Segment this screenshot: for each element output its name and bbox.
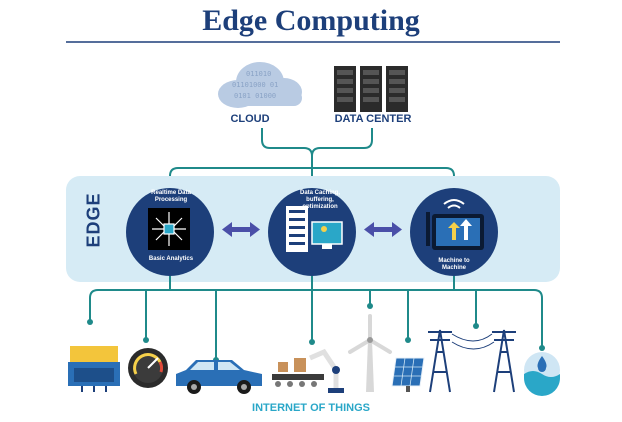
car-icon [176, 360, 262, 394]
node-processing-bottom-text: Basic Analytics [148, 256, 194, 262]
water-sensor-icon [524, 352, 560, 396]
arrow-caching-m2m [364, 222, 402, 237]
node-caching-top-text: Data Caching, buffering, optimization [299, 190, 340, 210]
data-center-icon [334, 66, 408, 112]
cloud-binary-line-3: 0101 01000 [234, 92, 276, 100]
m2m-tablet-icon [426, 199, 484, 250]
node-processing-top-text: Realtime Data Processing [151, 190, 191, 203]
node-m2m-bottom-text: Machine to Machine [438, 258, 470, 271]
chip-icon [148, 208, 190, 250]
wind-turbine-icon [348, 314, 392, 392]
cloud-label: CLOUD [230, 113, 270, 125]
arrow-processing-caching [222, 222, 260, 237]
edge-label: EDGE [83, 192, 104, 248]
cloud-binary-line-1: 011010 [246, 70, 271, 78]
iot-label: INTERNET OF THINGS [252, 402, 370, 414]
server-monitor-icon [286, 206, 343, 252]
page-title: Edge Computing [202, 4, 420, 37]
speedometer-icon [128, 348, 168, 388]
cloud-binary-line-2: 01101000 01 [232, 81, 278, 89]
bottom-connectors [89, 276, 543, 360]
robot-arm-conveyor-icon [272, 348, 344, 393]
engine-icon [68, 346, 120, 392]
solar-panel-icon [391, 357, 425, 392]
cloud-icon: 011010 01101000 01 0101 01000 [218, 62, 302, 108]
power-tower-icon [428, 329, 516, 393]
data-center-label: DATA CENTER [334, 113, 412, 125]
